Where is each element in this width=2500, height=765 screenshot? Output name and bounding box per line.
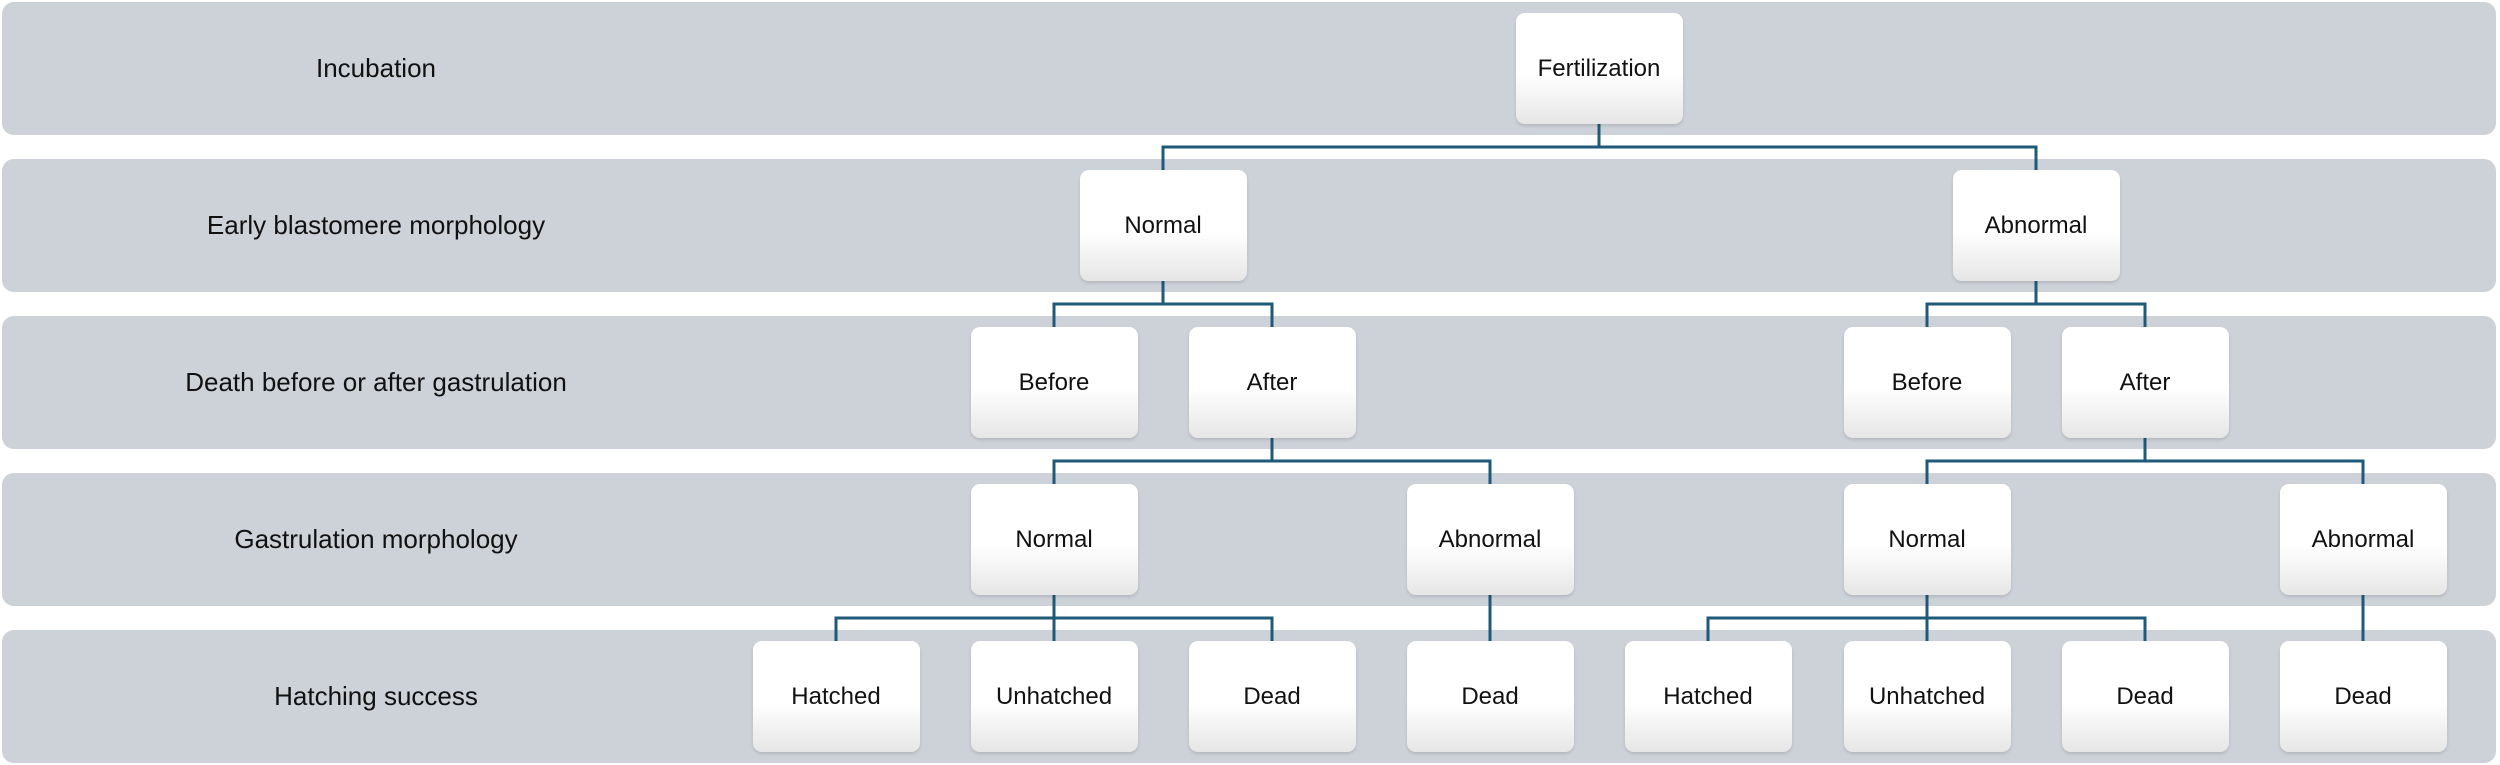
tree-node-dead: Dead	[2279, 641, 2447, 752]
tree-node-unhatched: Unhatched	[1843, 641, 2011, 752]
row-label: Death before or after gastrulation	[185, 367, 567, 397]
tree-node-fertilization: Fertilization	[1515, 13, 1683, 124]
tree-node-after: After	[1188, 327, 1356, 438]
tree-node-hatched: Hatched	[1624, 641, 1792, 752]
tree-node-dead: Dead	[2061, 641, 2229, 752]
tree-node-abnormal: Abnormal	[2279, 484, 2447, 595]
row-label: Hatching success	[274, 681, 478, 711]
tree-node-normal: Normal	[1843, 484, 2011, 595]
row-label: Incubation	[316, 53, 436, 83]
tree-node-abnormal: Abnormal	[1406, 484, 1574, 595]
tree-node-before: Before	[970, 327, 1138, 438]
tree-node-after: After	[2061, 327, 2229, 438]
stage-band-1	[2, 2, 2496, 135]
stage-band-4	[2, 473, 2496, 606]
tree-node-abnormal: Abnormal	[1952, 170, 2120, 281]
tree-node-before: Before	[1843, 327, 2011, 438]
tree-node-normal: Normal	[1079, 170, 1247, 281]
row-label: Gastrulation morphology	[234, 524, 518, 554]
tree-node-hatched: Hatched	[752, 641, 920, 752]
tree-node-unhatched: Unhatched	[970, 641, 1138, 752]
tree-node-normal: Normal	[970, 484, 1138, 595]
row-label: Early blastomere morphology	[206, 210, 546, 240]
tree-node-dead: Dead	[1188, 641, 1356, 752]
tree-node-dead: Dead	[1406, 641, 1574, 752]
